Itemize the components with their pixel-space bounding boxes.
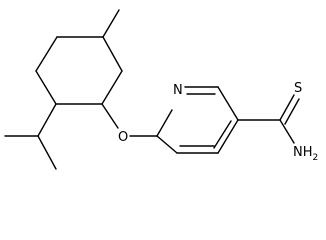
bond-pyr-c6-c5 (217, 86, 239, 121)
amine-h: H (303, 145, 313, 160)
sulfur-label: S (294, 81, 302, 96)
bond-ring-c5-c6 (101, 70, 123, 105)
bond-c-s-outer (279, 94, 295, 121)
bond-isopropyl-ch (37, 103, 57, 137)
bond-pyr-c5-c4 (217, 119, 239, 154)
bond-pyr-c5-c4-inner (213, 120, 232, 149)
bond-pyr-c3-c2 (156, 135, 178, 154)
bond-ring-c2-c3 (35, 36, 58, 72)
structure-svg: O N S NH2 (4, 9, 318, 170)
bond-ring-c3-c4 (35, 70, 57, 105)
bond-c-o (101, 103, 119, 129)
molecule-diagram: O N S NH2 (4, 9, 318, 170)
bond-c-nh2 (279, 119, 295, 144)
bond-c-s-inner (284, 98, 300, 125)
amine-n: N (293, 145, 303, 160)
bond-pyr-c2-n (156, 109, 173, 137)
amine-subscript: 2 (313, 153, 319, 163)
bond-methyl (102, 9, 120, 38)
bond-isopropyl-me2 (37, 135, 57, 170)
bond-ring-c6-c1 (102, 36, 123, 72)
nitrogen-label: N (173, 83, 183, 98)
oxygen-label: O (118, 130, 128, 145)
amine-label: NH2 (293, 145, 318, 163)
